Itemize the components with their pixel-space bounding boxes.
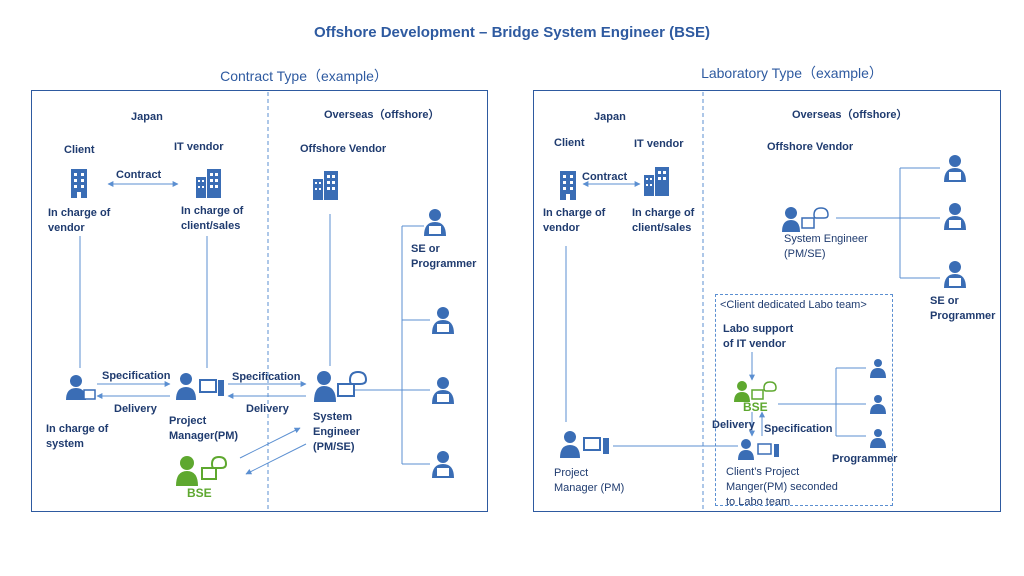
bse-person-cloud-icon: [176, 455, 228, 486]
page-title: Offshore Development – Bridge System Eng…: [314, 24, 710, 41]
programmer-icon-3: [432, 451, 454, 478]
lab-japan-label: Japan: [594, 111, 626, 123]
client-building-icon: [71, 169, 87, 198]
lab-client-label: Client: [554, 137, 585, 149]
lab-bse-label: BSE: [743, 400, 768, 414]
programmer-icon-2: [432, 377, 454, 404]
contract-it-vendor-label: IT vendor: [174, 141, 224, 153]
contract-overseas-label: Overseas（offshore）: [324, 109, 440, 121]
lab-programmer-icon-1: [870, 359, 886, 378]
contract-bse-label: BSE: [187, 486, 212, 500]
lab-overseas-label: Overseas（offshore）: [792, 109, 908, 121]
se-programmer-icon-1: [424, 209, 446, 236]
labo-team-label: <Client dedicated Labo team>: [720, 299, 867, 311]
lab-it-vendor-label: IT vendor: [634, 138, 684, 150]
contract-se-programmer-label: SE or Programmer: [411, 243, 477, 270]
lab-se-icon-1: [944, 155, 966, 182]
lab-client-pm-label: Client’s Project Manger(PM) seconded to …: [726, 466, 838, 508]
system-engineer-cloud-icon: [314, 370, 368, 402]
lab-se-icon-2: [944, 203, 966, 230]
contract-in-charge-system-label: In charge of system: [46, 423, 109, 450]
lab-it-vendor-building-icon: [644, 167, 669, 196]
lab-panel-title: Laboratory Type（example）: [701, 65, 883, 81]
labo-team-box: [715, 294, 893, 506]
offshore-vendor-building-icon: [313, 171, 338, 200]
lab-contract-label: Contract: [582, 171, 628, 183]
lab-programmer-icon-3: [870, 429, 886, 448]
lab-se-programmer-label: SE or Programmer: [930, 295, 996, 322]
lab-in-charge-client-label: In charge of client/sales: [632, 207, 695, 234]
contract-delivery-label-2: Delivery: [246, 403, 289, 415]
contract-contract-label: Contract: [116, 169, 162, 181]
contract-japan-label: Japan: [131, 111, 163, 123]
labo-support-label: Labo support of IT vendor: [723, 323, 794, 350]
contract-pm-label: Project Manager(PM): [169, 415, 239, 442]
contract-specification-label-2: Specification: [232, 371, 301, 383]
lab-client-pm-icon: [738, 439, 779, 460]
lab-bse-icon: [734, 381, 777, 402]
lab-specification-label: Specification: [764, 423, 833, 435]
contract-in-charge-client-label: In charge of client/sales: [181, 205, 244, 232]
lab-in-charge-vendor-label: In charge of vendor: [543, 207, 606, 234]
lab-offshore-vendor-label: Offshore Vendor: [767, 141, 854, 153]
contract-panel-title: Contract Type（example）: [220, 68, 388, 84]
lab-programmer-icon-2: [870, 395, 886, 414]
lab-pm-label: Project Manager (PM): [554, 467, 625, 494]
contract-client-label: Client: [64, 144, 95, 156]
contract-offshore-vendor-label: Offshore Vendor: [300, 143, 387, 155]
contract-panel: [31, 90, 488, 512]
contract-delivery-label-1: Delivery: [114, 403, 157, 415]
lab-se-icon-3: [944, 261, 966, 288]
lab-system-engineer-icon: [782, 207, 829, 232]
pm-person-computer-icon: [176, 373, 224, 400]
lab-panel: [533, 90, 1001, 512]
contract-in-charge-vendor-label: In charge of vendor: [48, 207, 111, 234]
it-vendor-building-icon: [196, 169, 221, 198]
lab-pm-person-computer-icon: [560, 431, 609, 458]
lab-client-building-icon: [560, 171, 576, 200]
lab-delivery-label: Delivery: [712, 419, 755, 431]
contract-system-engineer-label: System Engineer (PM/SE): [313, 411, 361, 453]
system-person-icon: [66, 375, 96, 400]
programmer-icon-1: [432, 307, 454, 334]
lab-programmer-label: Programmer: [832, 453, 898, 465]
contract-specification-label-1: Specification: [102, 370, 171, 382]
lab-system-engineer-label: System Engineer (PM/SE): [784, 233, 868, 260]
